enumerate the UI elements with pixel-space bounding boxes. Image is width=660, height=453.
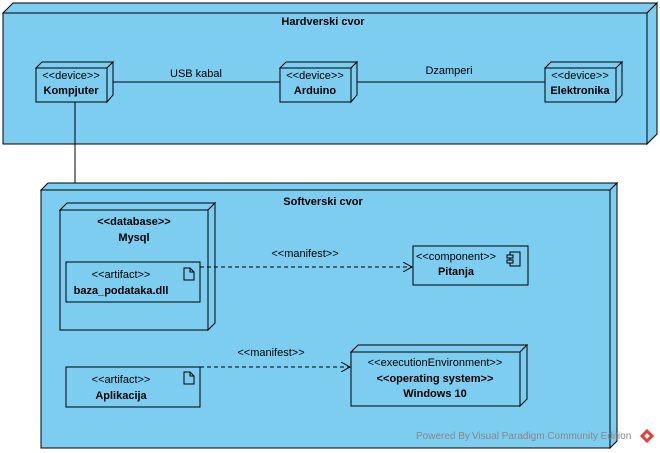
database-stereotype: <<database>> <box>97 216 171 228</box>
device-arduino[interactable] <box>278 60 359 104</box>
execution-environment-windows[interactable] <box>349 343 529 408</box>
manifest-label: <<manifest>> <box>237 347 305 359</box>
software-node-title: Softverski cvor <box>283 196 363 208</box>
artifact-name: Aplikacija <box>95 390 147 402</box>
component-icon <box>506 251 521 267</box>
component-pitanja[interactable] <box>412 245 529 286</box>
device-name: Kompjuter <box>43 85 99 97</box>
artifact-aplikacija[interactable] <box>65 366 201 408</box>
device-kompjuter[interactable] <box>34 60 115 104</box>
visual-paradigm-logo <box>639 428 655 444</box>
artifact-icon <box>183 371 195 385</box>
database-name: Mysql <box>118 232 150 244</box>
exec-env-name: Windows 10 <box>403 388 467 400</box>
device-elektronika[interactable] <box>543 60 624 104</box>
device-stereotype: <<device>> <box>286 70 344 82</box>
device-stereotype: <<device>> <box>551 70 609 82</box>
artifact-baza-podataka[interactable] <box>65 261 201 303</box>
manifest-label: <<manifest>> <box>271 248 339 260</box>
watermark-text: Powered By Visual Paradigm Community Edi… <box>416 431 632 442</box>
component-name: Pitanja <box>437 266 475 278</box>
device-name: Elektronika <box>550 85 610 97</box>
artifact-stereotype: <<artifact>> <box>91 269 151 281</box>
device-name: Arduino <box>293 85 337 97</box>
usb-link-label: USB kabal <box>170 68 222 80</box>
hardware-node-title: Hardverski cvor <box>281 16 365 28</box>
artifact-icon <box>183 267 195 281</box>
device-stereotype: <<device>> <box>42 70 100 82</box>
artifact-name: baza_podataka.dll <box>73 285 169 297</box>
dzamperi-link-label: Dzamperi <box>425 65 473 77</box>
os-stereotype: <<operating system>> <box>376 373 494 385</box>
artifact-stereotype: <<artifact>> <box>91 374 151 386</box>
exec-env-stereotype: <<executionEnvironment>> <box>367 357 503 369</box>
component-stereotype: <<component>> <box>415 251 497 263</box>
